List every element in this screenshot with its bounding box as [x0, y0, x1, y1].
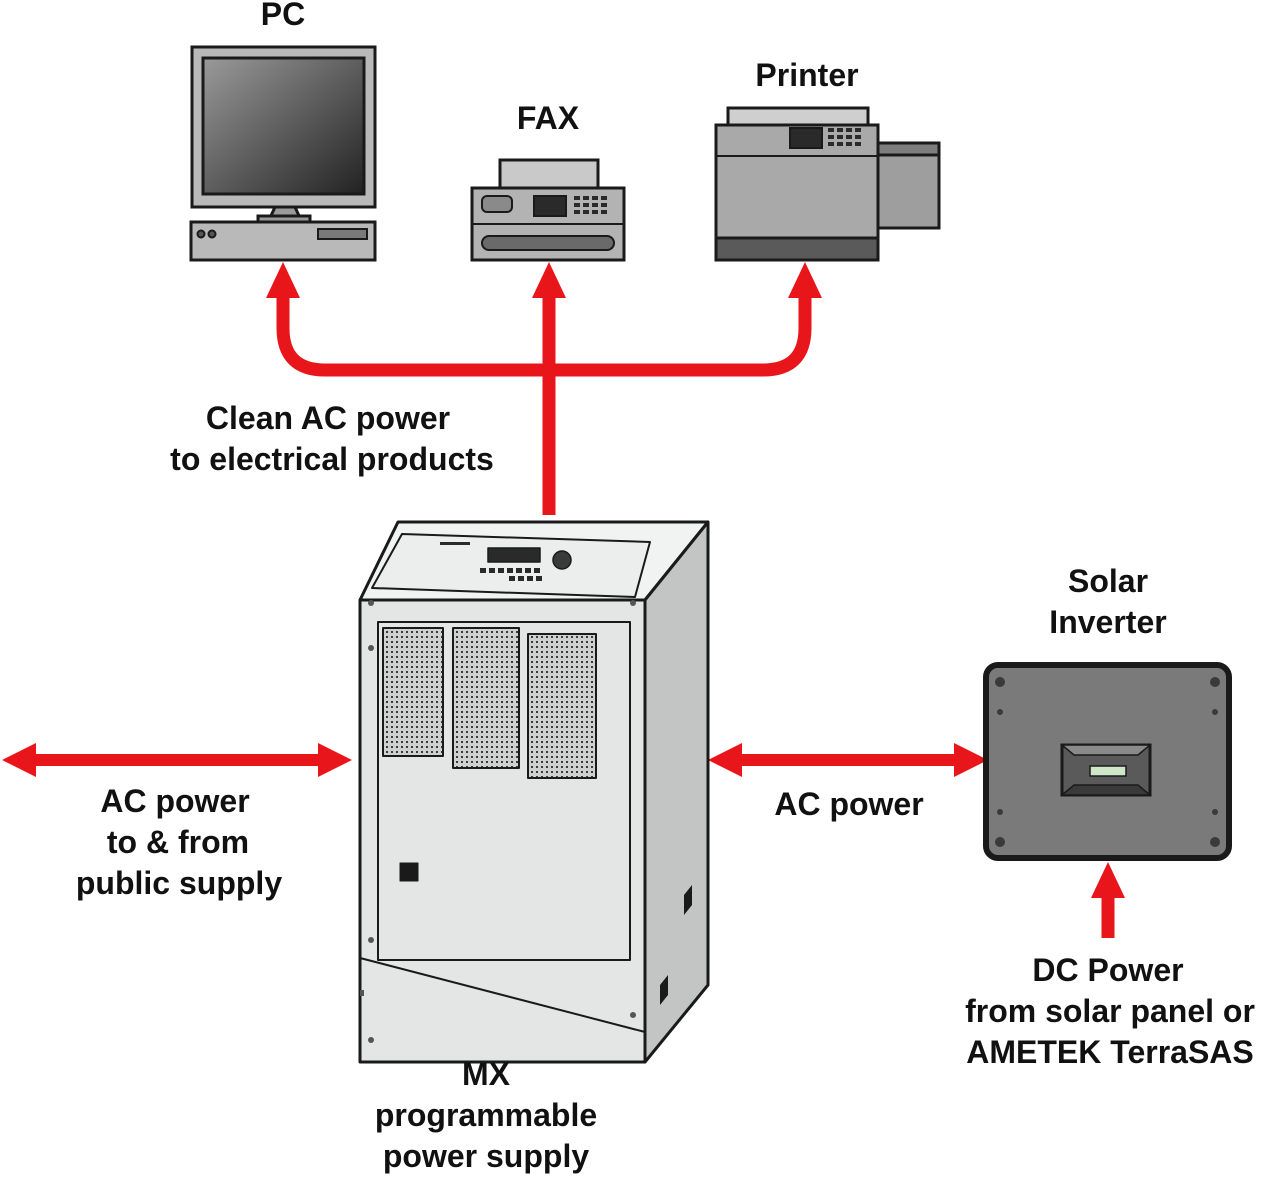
- label-printer: Printer: [755, 57, 858, 93]
- label-ac-inverter: AC power: [774, 786, 923, 822]
- label-fax: FAX: [517, 100, 580, 136]
- printer-icon: [714, 106, 941, 262]
- diagram-labels: PC FAX Printer Clean AC power to electri…: [76, 0, 1255, 1174]
- label-dc-line2: from solar panel or: [965, 993, 1255, 1029]
- solar-inverter-icon: [983, 662, 1232, 861]
- arrow-to-printer: [549, 290, 812, 377]
- label-ac-public-line2: to & from: [107, 824, 249, 860]
- label-dc-line1: DC Power: [1032, 952, 1183, 988]
- arrowheads-up: [266, 262, 822, 298]
- label-solar-line1: Solar: [1068, 563, 1148, 599]
- arrow-public-supply: [2, 743, 352, 777]
- label-mx-line1: MX: [462, 1056, 511, 1092]
- arrow-to-pc: [276, 290, 556, 515]
- label-mx-line2: programmable: [375, 1097, 597, 1133]
- label-clean-ac-line2: to electrical products: [170, 441, 494, 477]
- arrow-dc-input: [1091, 862, 1125, 938]
- output-distribution-arrows: [276, 290, 812, 515]
- pc-icon: [189, 45, 377, 262]
- fax-icon: [470, 158, 626, 262]
- label-ac-public-line3: public supply: [76, 865, 282, 901]
- label-solar-line2: Inverter: [1049, 604, 1166, 640]
- label-clean-ac-line1: Clean AC power: [206, 400, 450, 436]
- label-dc-line3: AMETEK TerraSAS: [966, 1034, 1253, 1070]
- label-pc: PC: [261, 0, 305, 32]
- arrow-inverter-ac: [708, 743, 988, 777]
- label-mx-line3: power supply: [383, 1138, 589, 1174]
- label-ac-public-line1: AC power: [100, 783, 249, 819]
- power-supply-icon: [358, 520, 710, 1064]
